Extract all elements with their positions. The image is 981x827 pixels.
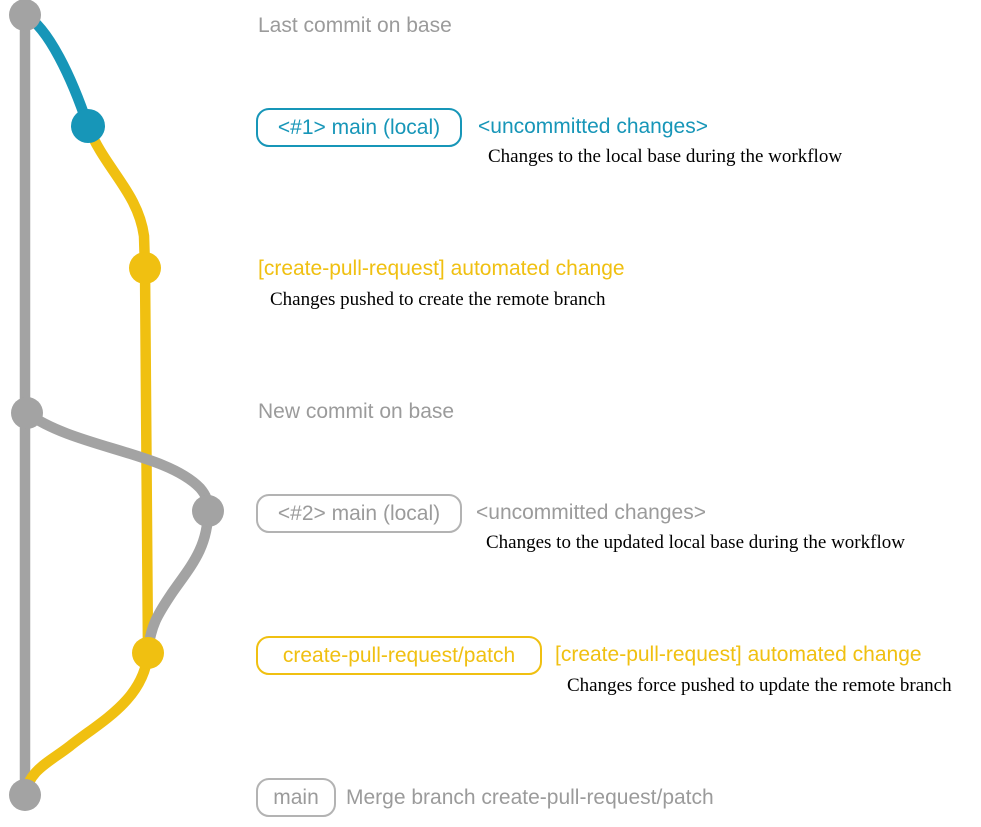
merge-branch-label: Merge branch create-pull-request/patch <box>346 786 714 809</box>
commit-graph <box>9 0 224 811</box>
local-main-edge-1 <box>19 9 94 132</box>
push-description: Changes pushed to create the remote bran… <box>270 289 606 310</box>
branch-badge-main-local-2: <#2> main (local) <box>256 494 462 533</box>
uncommitted-changes-label-2: <uncommitted changes> <box>476 501 706 524</box>
local-main-edge-2 <box>21 407 214 517</box>
merge-edge <box>19 647 154 801</box>
commit-dot-local-main-1 <box>71 109 105 143</box>
local-base-description: Changes to the local base during the wor… <box>488 146 843 167</box>
patch-branch-edge-1 <box>82 120 151 274</box>
automated-change-title-1: [create-pull-request] automated change <box>258 257 625 280</box>
automated-change-title-2: [create-pull-request] automated change <box>555 643 922 666</box>
updated-local-base-description: Changes to the updated local base during… <box>486 532 905 553</box>
commit-dot-merge <box>9 779 41 811</box>
force-push-description: Changes force pushed to update the remot… <box>567 675 952 696</box>
branch-badge-main: main <box>256 778 336 817</box>
branch-badge-main-local-1: <#1> main (local) <box>256 108 462 147</box>
commit-dot-automated-2 <box>132 637 164 669</box>
uncommitted-changes-label-1: <uncommitted changes> <box>478 115 708 138</box>
force-push-edge <box>142 505 214 659</box>
commit-dot-automated-1 <box>129 252 161 284</box>
commit-dot-local-main-2 <box>192 495 224 527</box>
new-commit-label: New commit on base <box>258 400 455 423</box>
last-commit-label: Last commit on base <box>258 14 452 37</box>
branch-badge-patch: create-pull-request/patch <box>256 636 542 675</box>
commit-dot-base-new <box>11 397 43 429</box>
commit-dot-base-last <box>9 0 41 31</box>
